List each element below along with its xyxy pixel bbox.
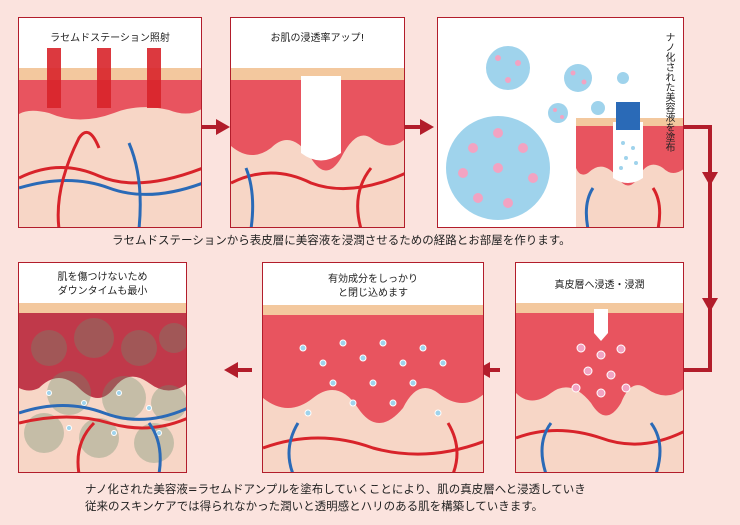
- arrow-right-2: [420, 119, 434, 135]
- step-title-5-line1: 有効成分をしっかり: [328, 274, 418, 285]
- step-panel-6: 肌を傷つけないため ダウンタイムも最小: [18, 262, 187, 473]
- caption-bottom-line1: ナノ化された美容液=ラセムドアンプルを塗布していくことにより、肌の真皮層へと浸透…: [85, 482, 586, 496]
- step-panel-2: お肌の浸透率アップ!: [230, 17, 405, 228]
- channel-opening: [301, 76, 341, 161]
- step-title-6-line2: ダウンタイムも最小: [57, 286, 148, 297]
- laser-beam: [147, 48, 161, 108]
- caption-top: ラセムドステーションから表皮層に美容液を浸潤させるための経路とお部屋を作ります。: [112, 233, 571, 247]
- nano-particle: [564, 64, 592, 92]
- arrow-right-1: [216, 119, 230, 135]
- skin-illustration-5: [263, 305, 483, 472]
- arrow-down-1: [702, 172, 718, 186]
- nano-particle: [548, 103, 568, 123]
- step-panel-3: ナノ化された美容液を塗布: [437, 17, 684, 228]
- step-title-6-line1: 肌を傷つけないため: [57, 272, 148, 283]
- nano-particle-large: [446, 116, 550, 220]
- step-title-2: お肌の浸透率アップ!: [270, 33, 365, 44]
- step-title-1: ラセムドステーション照射: [50, 33, 170, 44]
- nano-particle: [486, 46, 530, 90]
- skin-illustration-2: [231, 68, 404, 227]
- step-panel-1: ラセムドステーション照射: [18, 17, 202, 228]
- skin-illustration-3: [446, 46, 683, 227]
- nano-particle: [591, 101, 605, 115]
- laser-beam: [97, 48, 111, 108]
- step-title-4: 真皮層へ浸透・浸潤: [554, 280, 645, 291]
- step-title-3: ナノ化された美容液を塗布: [663, 32, 674, 152]
- arrow-down-2: [702, 298, 718, 312]
- skin-illustration-1: [19, 48, 201, 227]
- serum-bottle: [616, 102, 640, 130]
- skin-illustration-4: [516, 303, 683, 472]
- skin-illustration-6: [19, 303, 186, 472]
- step-panel-5: 有効成分をしっかり と閉じ込めます: [262, 262, 484, 473]
- laser-beam: [47, 48, 61, 108]
- caption-bottom-line2: 従来のスキンケアでは得られなかった潤いと透明感とハリのある肌を構築していきます。: [85, 499, 544, 513]
- nano-particle: [617, 72, 629, 84]
- arrow-left-2: [224, 362, 238, 378]
- step-title-5-line2: と閉じ込めます: [338, 288, 408, 299]
- step-panel-4: 真皮層へ浸透・浸潤: [515, 262, 684, 473]
